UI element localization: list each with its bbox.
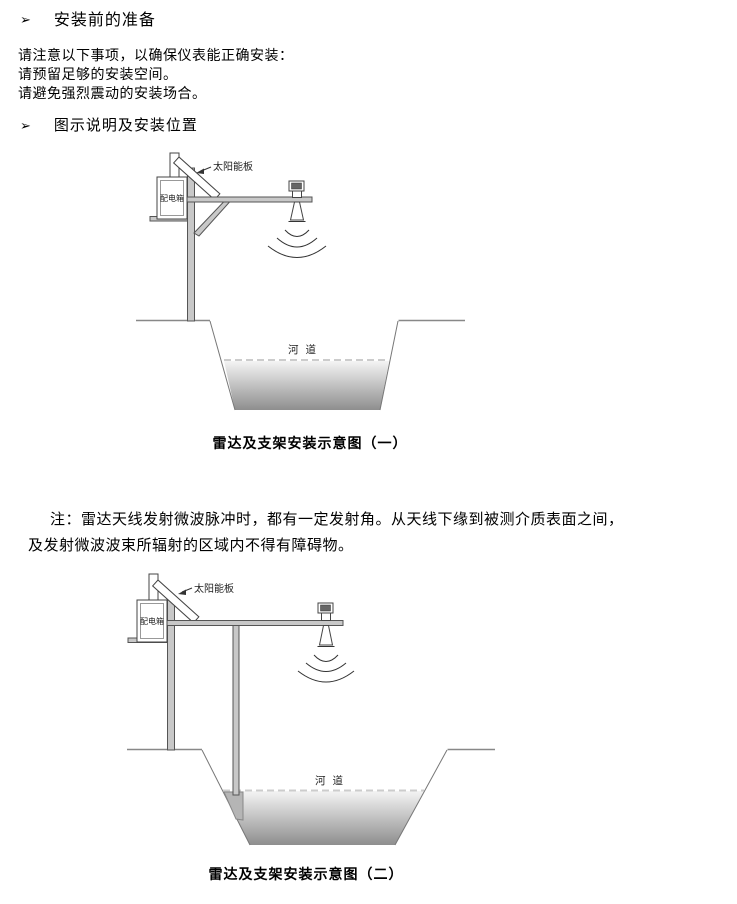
bank-slope-right	[394, 749, 448, 846]
microwave-beam-arcs	[267, 229, 327, 258]
radar-sensor	[288, 180, 306, 222]
label-arrowhead-icon	[178, 589, 186, 595]
diagonal-brace	[193, 201, 232, 237]
power-box-label: 配电箱	[160, 193, 184, 203]
note-line-1: 注：雷达天线发射微波脉冲时，都有一定发射角。从天线下缘到被测介质表面之间，	[50, 511, 624, 528]
horn-antenna	[318, 625, 334, 646]
solar-panel-label: 太阳能板	[213, 160, 253, 173]
water-body	[224, 361, 389, 410]
bank-slope-left	[209, 320, 236, 411]
power-box	[136, 599, 168, 643]
radar-sensor	[317, 602, 335, 647]
note-line-2: 及发射微波波束所辐射的区域内不得有障碍物。	[28, 537, 354, 554]
power-box-inner-frame	[160, 180, 184, 216]
intro-line-1: 请注意以下事项，以确保仪表能正确安装：	[18, 47, 294, 63]
power-box-label: 配电箱	[140, 616, 164, 626]
figure1-diagram: 河 道 太阳能板 配电箱	[136, 152, 465, 411]
channel-label: 河 道	[315, 774, 345, 787]
figure1-caption: 雷达及支架安装示意图（一）	[212, 435, 408, 451]
sensor-display	[291, 182, 302, 190]
arrow-bullet-icon: ➢	[20, 11, 32, 27]
heading2-text: 图示说明及安装位置	[53, 117, 198, 134]
power-box-inner-frame	[140, 603, 164, 639]
post-foundation-wedge	[223, 791, 244, 821]
bank-slope-right	[379, 320, 399, 411]
water-body	[223, 791, 424, 845]
support-pole	[187, 167, 195, 322]
section-heading-diagram: ➢ 图示说明及安装位置	[20, 114, 198, 135]
section-heading-preparation: ➢ 安装前的准备	[20, 6, 156, 30]
horn-antenna	[289, 201, 305, 221]
figure2-diagram: 河 道 太阳能板 配电箱	[127, 573, 495, 846]
horizontal-arm	[166, 620, 344, 626]
intro-paragraph: 请注意以下事项，以确保仪表能正确安装： 请预留足够的安装空间。 请避免强烈震动的…	[18, 46, 294, 103]
arrow-bullet-icon: ➢	[20, 118, 32, 133]
solar-panel	[151, 579, 200, 624]
figure2-caption: 雷达及支架安装示意图（二）	[208, 866, 404, 882]
heading1-text: 安装前的准备	[53, 12, 156, 29]
label-arrowhead-icon	[196, 168, 204, 174]
microwave-beam-arcs	[297, 654, 355, 683]
sensor-display	[320, 604, 331, 612]
solar-panel-label: 太阳能板	[194, 582, 234, 595]
power-box	[156, 176, 188, 220]
support-pole	[167, 594, 175, 751]
middle-support-post	[232, 624, 240, 796]
intro-line-2: 请预留足够的安装空间。	[18, 66, 178, 82]
channel-label: 河 道	[288, 343, 318, 356]
intro-line-3: 请避免强烈震动的安装场合。	[18, 85, 207, 101]
